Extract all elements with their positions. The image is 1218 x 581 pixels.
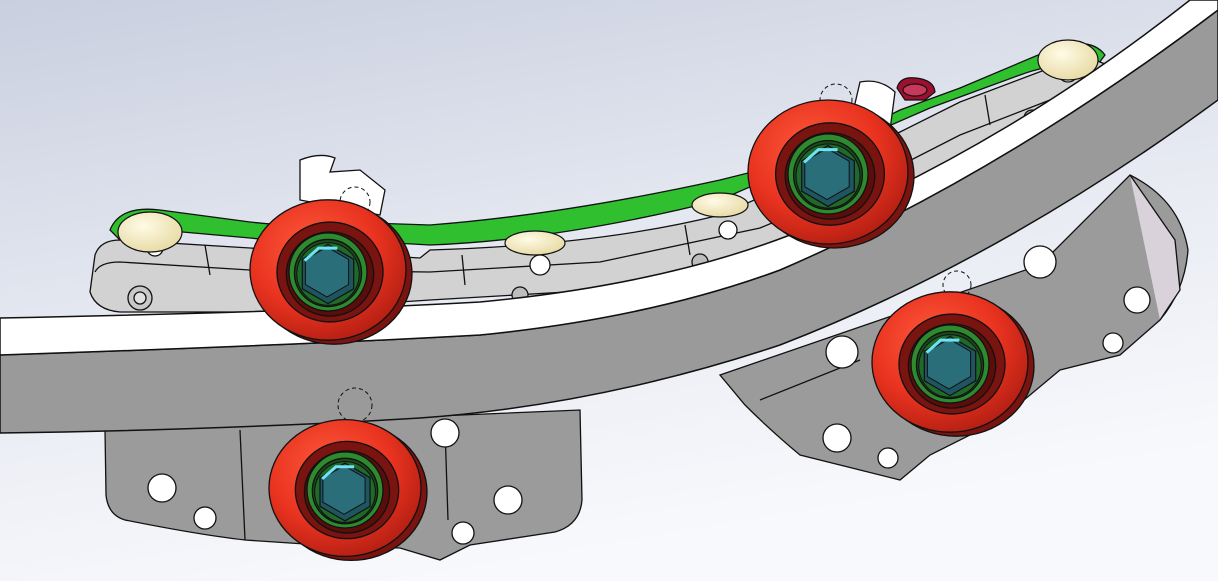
bracket-hole bbox=[147, 473, 177, 503]
roller-wheel-icon[interactable] bbox=[871, 291, 1035, 437]
roller-wheel-icon[interactable] bbox=[268, 418, 428, 562]
pin-roller-icon bbox=[691, 192, 749, 218]
hex-socket-bolt-icon bbox=[296, 242, 360, 306]
bracket-hole bbox=[193, 506, 217, 530]
bracket-hole bbox=[825, 335, 859, 369]
hex-socket-bolt-icon bbox=[795, 143, 861, 209]
hex-socket-bolt-icon bbox=[918, 334, 982, 398]
bracket-hole bbox=[493, 485, 523, 515]
roller-wheel-icon[interactable] bbox=[249, 199, 413, 345]
bracket-hole bbox=[822, 423, 852, 453]
roller-wheel-icon[interactable] bbox=[747, 99, 915, 249]
bracket-hole bbox=[451, 521, 475, 545]
bracket-hole bbox=[430, 418, 460, 448]
bracket-hole bbox=[1123, 286, 1151, 314]
pin-roller-icon bbox=[1037, 39, 1099, 81]
hex-socket-bolt-icon bbox=[314, 461, 376, 523]
bracket-hole bbox=[1023, 245, 1057, 279]
pin-roller-icon bbox=[504, 230, 566, 256]
set-screw-icon bbox=[896, 77, 936, 101]
bracket-hole bbox=[1102, 332, 1124, 354]
bracket-hole bbox=[877, 447, 899, 469]
pin-roller-icon bbox=[117, 211, 183, 253]
pin-rollers bbox=[117, 39, 1099, 256]
